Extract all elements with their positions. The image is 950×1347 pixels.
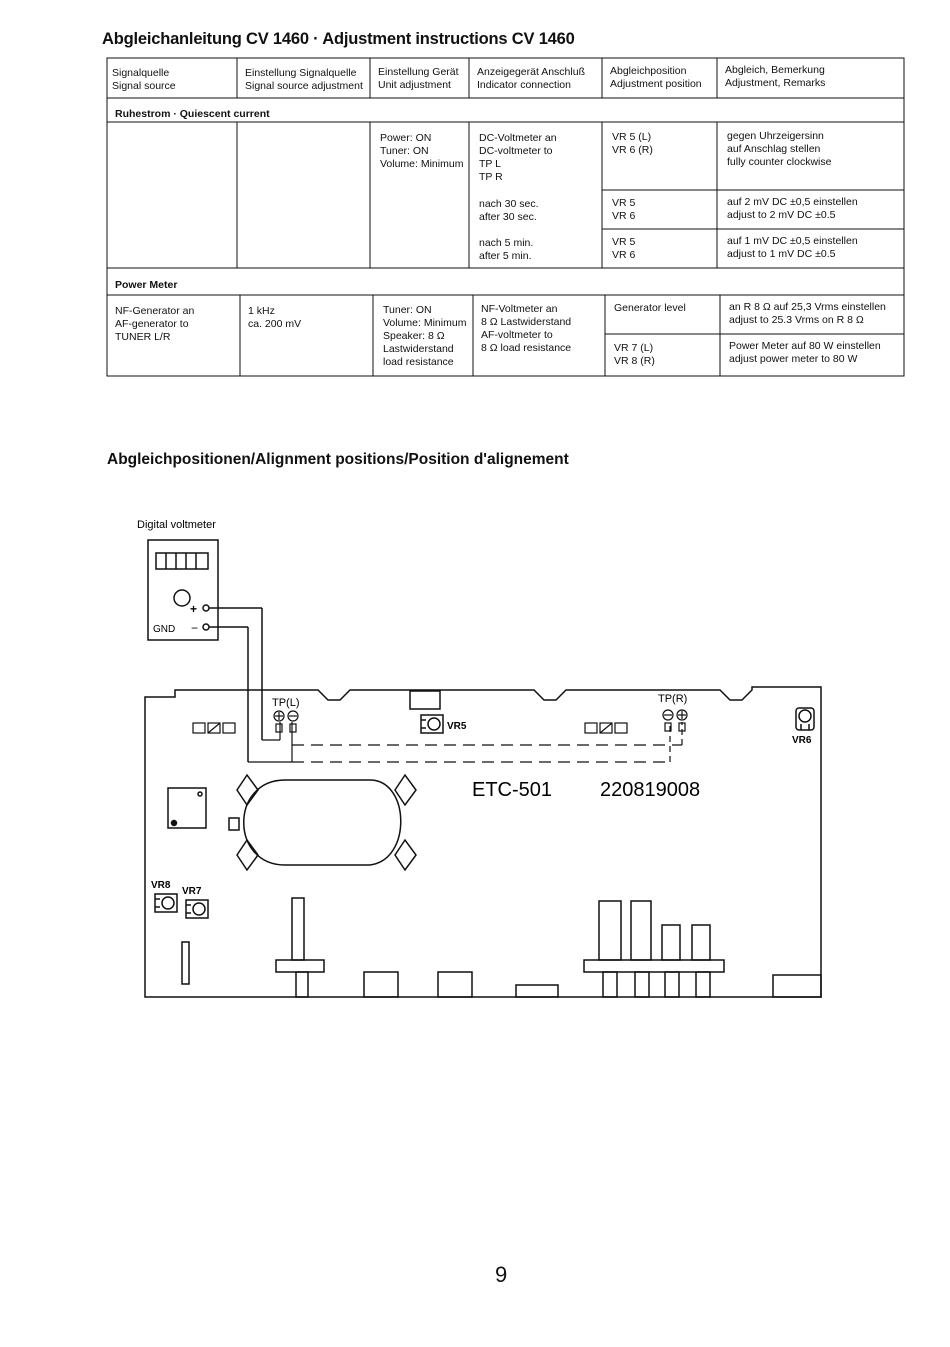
tp-left-label: TP(L) [272, 697, 300, 709]
power-position-2: VR 7 (L) VR 8 (R) [614, 342, 655, 367]
page-title: Abgleichanleitung CV 1460 · Adjustment i… [102, 30, 575, 48]
quiescent-unit-adjustment: Power: ON Tuner: ON Volume: Minimum [380, 132, 464, 170]
power-position-1: Generator level [614, 302, 686, 314]
adjustment-table-grid [106, 57, 905, 377]
tp-right-label: TP(R) [658, 693, 687, 705]
page-number: 9 [495, 1262, 508, 1287]
connector-right [584, 722, 628, 734]
header-unit-adjustment: Einstellung Gerät Unit adjustment [378, 66, 459, 91]
heatsink-component [228, 773, 417, 872]
quiescent-indicator-2: nach 30 sec. after 30 sec. [479, 198, 539, 223]
part-number: 220819008 [600, 779, 700, 801]
quiescent-remarks-3: auf 1 mV DC ±0,5 einstellen adjust to 1 … [727, 235, 858, 260]
minus-label: − [191, 621, 198, 635]
vr8-label: VR8 [151, 880, 171, 891]
section-title-quiescent: Ruhestrom · Quiescent current [115, 108, 270, 120]
connector-left [192, 722, 236, 734]
quiescent-indicator-3: nach 5 min. after 5 min. [479, 237, 534, 262]
bottom-components [181, 897, 822, 998]
ic-chip [167, 787, 207, 829]
header-signal-source: Signalquelle Signal source [112, 67, 176, 92]
power-indicator: NF-Voltmeter an 8 Ω Lastwiderstand AF-vo… [481, 303, 572, 354]
vr5-trimmer-icon [420, 714, 444, 734]
header-adjustment-position: Abgleichposition Adjustment position [610, 65, 702, 90]
header-source-adjustment: Einstellung Signalquelle Signal source a… [245, 67, 363, 92]
power-source: NF-Generator an AF-generator to TUNER L/… [115, 305, 195, 343]
voltmeter-label: Digital voltmeter [137, 519, 216, 531]
power-remarks-2: Power Meter auf 80 W einstellen adjust p… [729, 340, 881, 365]
pcb-board-outline [144, 686, 822, 998]
quiescent-remarks-2: auf 2 mV DC ±0,5 einstellen adjust to 2 … [727, 196, 858, 221]
gnd-label: GND [153, 624, 175, 635]
quiescent-position-2: VR 5 VR 6 [612, 197, 636, 222]
power-source-adjustment: 1 kHz ca. 200 mV [248, 305, 302, 330]
vr6-label: VR6 [792, 735, 812, 746]
quiescent-position-1: VR 5 (L) VR 6 (R) [612, 131, 653, 156]
section-title-power-meter: Power Meter [115, 279, 178, 291]
plus-label: + [190, 602, 197, 616]
vr8-trimmer-icon [154, 893, 178, 913]
quiescent-indicator-1: DC-Voltmeter an DC-voltmeter to TP L TP … [479, 132, 557, 183]
vr7-trimmer-icon [185, 899, 209, 919]
power-unit-adjustment: Tuner: ON Volume: Minimum Speaker: 8 Ω L… [383, 304, 467, 368]
vr6-trimmer-icon [795, 707, 815, 731]
tp-left-terminals [273, 710, 299, 733]
power-remarks-1: an R 8 Ω auf 25,3 Vrms einstellen adjust… [729, 301, 886, 326]
vr5-label: VR5 [447, 721, 467, 732]
board-label: ETC-501 [472, 779, 552, 801]
digital-voltmeter [147, 539, 263, 762]
alignment-diagram: Digital voltmeter + GND − TP(L) [137, 519, 822, 998]
quiescent-remarks-1: gegen Uhrzeigersinn auf Anschlag stellen… [727, 130, 832, 168]
alignment-positions-heading: Abgleichpositionen/Alignment positions/P… [107, 451, 569, 468]
vr7-label: VR7 [182, 886, 202, 897]
header-indicator-connection: Anzeigegerät Anschluß Indicator connecti… [477, 66, 585, 91]
quiescent-position-3: VR 5 VR 6 [612, 236, 636, 261]
tp-right-terminals [662, 709, 688, 732]
test-wires [248, 722, 683, 763]
header-remarks: Abgleich, Bemerkung Adjustment, Remarks [725, 64, 826, 89]
